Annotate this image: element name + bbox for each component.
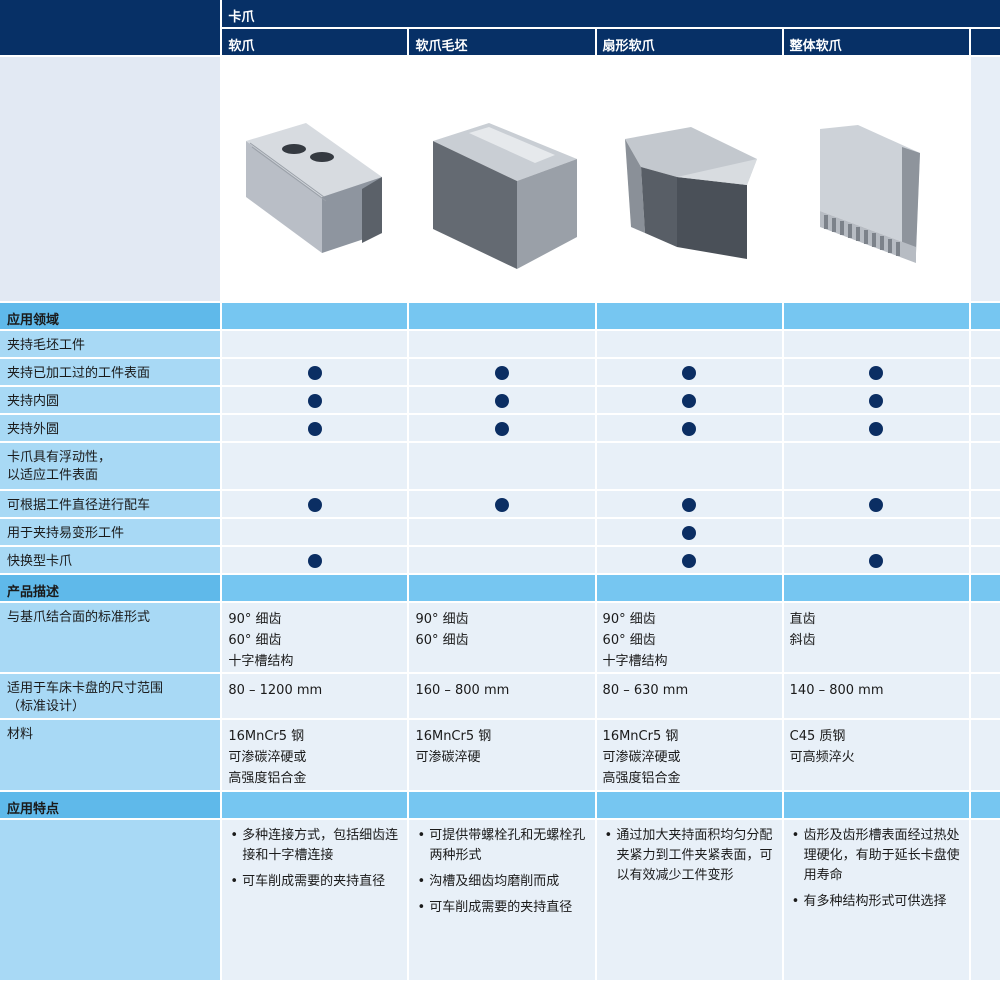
feature-list: • 齿形及齿形槽表面经过热处理硬化，有助于延长卡盘使用寿命 • 有多种结构形式可供… <box>784 820 969 912</box>
feature-item: • 可车削成需要的夹持直径 <box>417 900 573 915</box>
applicable-dot-icon <box>682 422 697 436</box>
applicable-dot-icon <box>682 526 697 540</box>
table-cell: 直齿斜齿 <box>789 612 816 648</box>
applicable-dot-icon <box>307 422 322 436</box>
applicable-dot-icon <box>307 554 322 568</box>
column-header-soft-jaw: 软爪 <box>228 39 255 54</box>
applicable-dot-icon <box>682 394 697 408</box>
soft-jaw-blank-image <box>409 57 595 301</box>
feature-item: • 可车削成需要的夹持直径 <box>230 874 386 889</box>
applicable-dot-icon <box>869 498 884 512</box>
image-row-extra <box>970 57 1000 301</box>
table-cell: 16MnCr5 钢可渗碳淬硬 <box>415 729 492 765</box>
applicable-dot-icon <box>494 422 509 436</box>
table-row: • 多种连接方式，包括细齿连接和十字槽连接• 可车削成需要的夹持直径• 可提供带… <box>0 820 1000 980</box>
row-label: 用于夹持易变形工件 <box>7 526 125 541</box>
table-row: 卡爪具有浮动性，以适应工件表面 <box>0 443 1000 489</box>
applicable-dot-icon <box>307 394 322 408</box>
row-label: 夹持毛坯工件 <box>7 338 86 353</box>
feature-list: • 可提供带螺栓孔和无螺栓孔两种形式 • 沟槽及细齿均磨削而成 • 可车削成需要的夹… <box>409 820 594 918</box>
applicable-dot-icon <box>869 394 884 408</box>
section-features: 应用特点 <box>7 802 60 817</box>
applicable-dot-icon <box>494 394 509 408</box>
table-cell: 16MnCr5 钢可渗碳淬硬或高强度铝合金 <box>228 729 307 786</box>
applicable-dot-icon <box>869 366 884 380</box>
table-row: 夹持内圆 <box>0 387 1000 413</box>
table-cell: 16MnCr5 钢可渗碳淬硬或高强度铝合金 <box>602 729 681 786</box>
feature-list: • 多种连接方式，包括细齿连接和十字槽连接 • 可车削成需要的夹持直径 <box>222 820 407 892</box>
row-label <box>0 820 221 980</box>
column-header-solid-soft-jaw: 整体软爪 <box>789 39 842 54</box>
feature-item: • 通过加大夹持面积均匀分配夹紧力到工件夹紧表面，可以有效减少工件变形 <box>604 828 773 883</box>
image-row-label <box>0 57 221 301</box>
feature-item: • 沟槽及细齿均磨削而成 <box>417 874 560 889</box>
table-cell: 160 – 800 mm <box>415 683 510 698</box>
table-row: 可根据工件直径进行配车 <box>0 491 1000 517</box>
feature-item: • 有多种结构形式可供选择 <box>791 894 947 909</box>
table-cell: 80 – 630 mm <box>602 683 689 698</box>
row-label: 夹持已加工过的工件表面 <box>7 366 151 381</box>
row-label: 适用于车床卡盘的尺寸范围（标准设计） <box>7 681 164 714</box>
row-label: 夹持内圆 <box>7 394 60 409</box>
table-cell: C45 质钢可高频淬火 <box>789 729 855 765</box>
applicable-dot-icon <box>682 554 697 568</box>
feature-item: • 可提供带螺栓孔和无螺栓孔两种形式 <box>417 828 586 863</box>
feature-item: • 齿形及齿形槽表面经过热处理硬化，有助于延长卡盘使用寿命 <box>791 828 960 883</box>
row-label: 与基爪结合面的标准形式 <box>7 610 151 625</box>
table-row: 适用于车床卡盘的尺寸范围（标准设计） 80 – 1200 mm 160 – 800 … <box>0 674 1000 718</box>
table-row: 夹持毛坯工件 <box>0 331 1000 357</box>
applicable-dot-icon <box>307 366 322 380</box>
table-row: 材料 16MnCr5 钢可渗碳淬硬或高强度铝合金 16MnCr5 钢可渗碳淬硬 16M… <box>0 720 1000 790</box>
row-label: 快换型卡爪 <box>7 554 73 569</box>
row-label: 材料 <box>7 727 34 742</box>
table-row: 夹持已加工过的工件表面 <box>0 359 1000 385</box>
sector-soft-jaw-image <box>596 57 782 301</box>
row-label: 可根据工件直径进行配车 <box>7 498 151 513</box>
row-label: 卡爪具有浮动性，以适应工件表面 <box>7 450 112 483</box>
applicable-dot-icon <box>869 422 884 436</box>
applicable-dot-icon <box>869 554 884 568</box>
row-label: 夹持外圆 <box>7 422 60 437</box>
applicable-dot-icon <box>494 498 509 512</box>
header-group-label: 卡爪 <box>228 10 255 25</box>
section-product: 产品描述 <box>7 585 60 600</box>
section-application: 应用领域 <box>7 313 60 328</box>
feature-list: • 通过加大夹持面积均匀分配夹紧力到工件夹紧表面，可以有效减少工件变形 <box>597 820 782 886</box>
table-row: 用于夹持易变形工件 <box>0 519 1000 545</box>
applicable-dot-icon <box>307 498 322 512</box>
column-header-sector-soft-jaw: 扇形软爪 <box>602 39 655 54</box>
table-row: 夹持外圆 <box>0 415 1000 441</box>
header-corner <box>0 0 221 55</box>
table-cell: 80 – 1200 mm <box>228 683 323 698</box>
applicable-dot-icon <box>494 366 509 380</box>
feature-item: • 多种连接方式，包括细齿连接和十字槽连接 <box>230 828 399 863</box>
table-cell: 140 – 800 mm <box>789 683 884 698</box>
applicable-dot-icon <box>682 498 697 512</box>
table-row: 快换型卡爪 <box>0 547 1000 573</box>
column-header-soft-jaw-blank: 软爪毛坯 <box>415 39 468 54</box>
applicable-dot-icon <box>682 366 697 380</box>
solid-soft-jaw-image <box>783 57 969 301</box>
soft-jaw-image <box>222 57 408 301</box>
